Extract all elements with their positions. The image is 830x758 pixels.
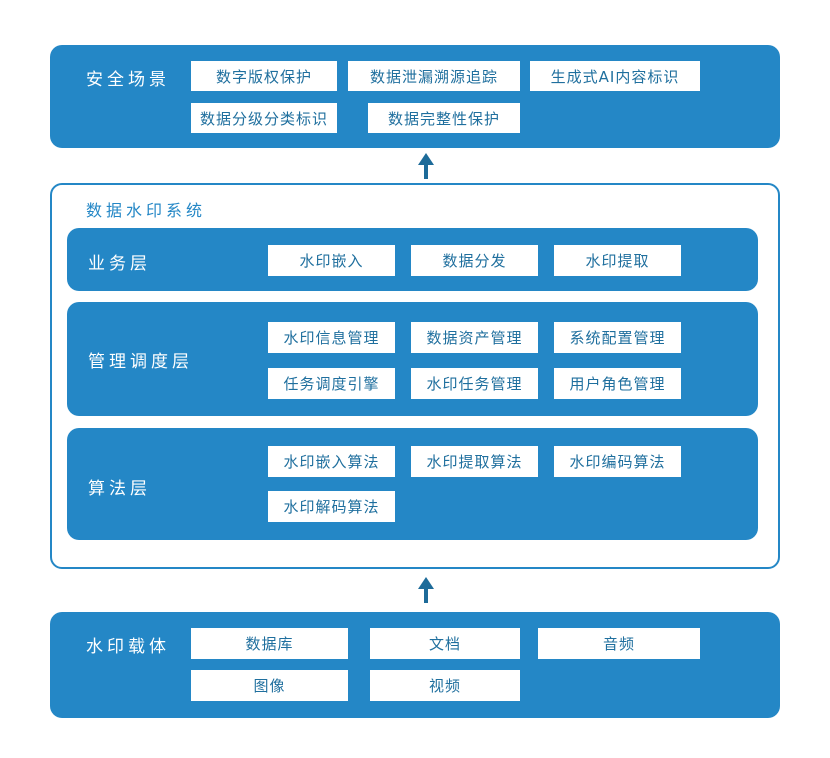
algorithm-layer-panel: 算法层 水印嵌入算法 水印提取算法 水印编码算法 水印解码算法	[67, 428, 758, 540]
security-item: 数据泄漏溯源追踪	[348, 61, 520, 91]
business-item: 水印嵌入	[268, 245, 395, 276]
security-item: 数字版权保护	[191, 61, 337, 91]
business-layer-title: 业务层	[88, 254, 151, 274]
algorithm-layer-title: 算法层	[88, 479, 151, 499]
management-item: 用户角色管理	[554, 368, 681, 399]
management-item: 水印信息管理	[268, 322, 395, 353]
security-scenarios-title: 安全场景	[86, 70, 170, 90]
carrier-item: 文档	[370, 628, 520, 659]
security-item: 数据完整性保护	[368, 103, 520, 133]
management-layer-panel: 管理调度层 水印信息管理 数据资产管理 系统配置管理 任务调度引擎 水印任务管理…	[67, 302, 758, 416]
watermark-carrier-title: 水印载体	[86, 637, 170, 657]
management-item: 系统配置管理	[554, 322, 681, 353]
arrow-up-icon	[418, 153, 434, 179]
business-item: 数据分发	[411, 245, 538, 276]
carrier-item: 图像	[191, 670, 348, 701]
carrier-item: 数据库	[191, 628, 348, 659]
carrier-item: 视频	[370, 670, 520, 701]
security-scenarios-panel: 安全场景 数字版权保护 数据泄漏溯源追踪 生成式AI内容标识 数据分级分类标识 …	[50, 45, 780, 148]
security-item: 数据分级分类标识	[191, 103, 337, 133]
management-layer-title: 管理调度层	[88, 352, 193, 372]
security-item: 生成式AI内容标识	[530, 61, 700, 91]
management-item: 数据资产管理	[411, 322, 538, 353]
watermark-system-title: 数据水印系统	[86, 201, 207, 220]
algorithm-item: 水印编码算法	[554, 446, 681, 477]
business-item: 水印提取	[554, 245, 681, 276]
management-item: 水印任务管理	[411, 368, 538, 399]
arrow-up-icon	[418, 577, 434, 603]
algorithm-item: 水印提取算法	[411, 446, 538, 477]
carrier-item: 音频	[538, 628, 700, 659]
watermark-carrier-panel: 水印载体 数据库 文档 音频 图像 视频	[50, 612, 780, 718]
business-layer-panel: 业务层 水印嵌入 数据分发 水印提取	[67, 228, 758, 291]
algorithm-item: 水印解码算法	[268, 491, 395, 522]
algorithm-item: 水印嵌入算法	[268, 446, 395, 477]
management-item: 任务调度引擎	[268, 368, 395, 399]
